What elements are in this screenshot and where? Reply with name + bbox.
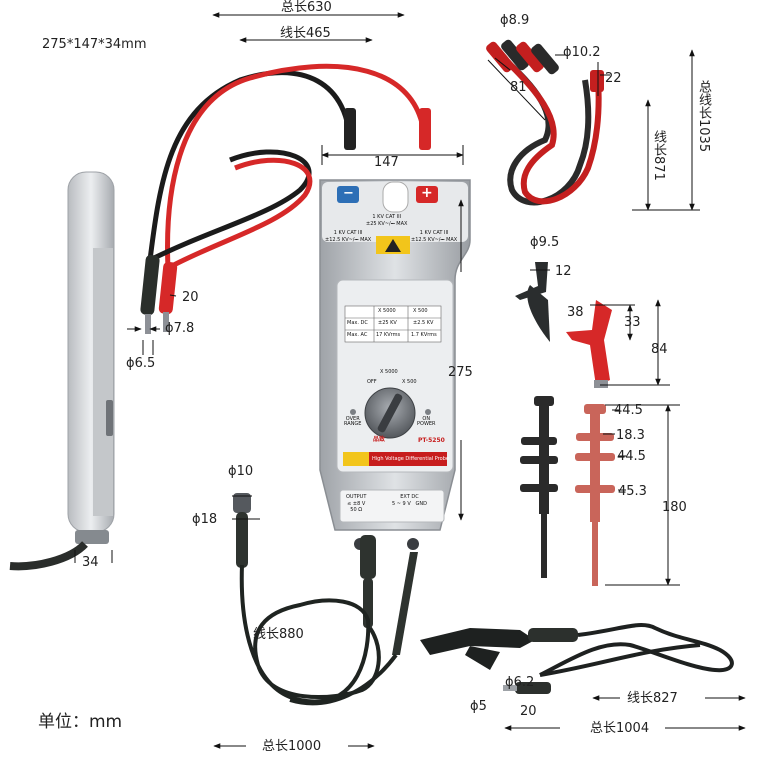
probe-side-view [9, 171, 115, 571]
bnc-diameter-18: ϕ18 [192, 512, 218, 527]
cat-rating-right: 1 KV CAT III ±12.5 KV~/⎓ MAX [411, 230, 458, 243]
height-275: 275 [448, 365, 473, 380]
banner-text: High Voltage Differential Probe [372, 456, 449, 462]
hook-clips [520, 396, 615, 586]
positive-terminal [416, 186, 438, 203]
table-head-x5000: X 5000 [378, 308, 396, 314]
plug-length-81: 81 [510, 80, 527, 95]
hook-length-180: 180 [662, 500, 687, 515]
knob-label-x5000: X 5000 [380, 369, 398, 375]
brand-label: 品致 [373, 436, 386, 443]
width-147: 147 [374, 155, 399, 170]
alligator-clips [515, 262, 612, 388]
lead-length-827: 线长827 [627, 691, 678, 706]
probe-input-leads [140, 63, 431, 334]
over-range-label: OVER RANGE [344, 416, 362, 427]
plug-diameter-65: ϕ6.5 [126, 356, 156, 371]
clip-diameter-95: ϕ9.5 [530, 235, 560, 250]
table-row-ac-x5000: 17 KVrms [376, 332, 401, 338]
total-length-1000: 总长1000 [262, 739, 322, 754]
lead-length-465: 线长465 [280, 26, 331, 41]
positive-terminal-label: + [421, 185, 433, 201]
lead-length-871: 线长871 [651, 130, 666, 181]
knob-label-off: OFF [367, 379, 377, 385]
tip-length-20: 20 [520, 704, 537, 719]
model-label: PT-5250 [418, 437, 445, 444]
knob-label-x500: X 500 [402, 379, 417, 385]
cat-rating-left: 1 KV CAT III ±12.5 KV~/⎓ MAX [325, 230, 372, 243]
tip-length-22: 22 [605, 71, 622, 86]
hook-dim-453: 45.3 [618, 484, 647, 499]
table-head-x500: X 500 [413, 308, 428, 314]
probe-body [319, 179, 471, 550]
plug-diameter-89: ϕ8.9 [500, 13, 530, 28]
output-label: OUTPUT ≤ ±8 V 50 Ω [346, 494, 367, 513]
table-row-dc-x500: ±2.5 KV [413, 320, 434, 326]
total-length-1004: 总长1004 [590, 721, 650, 736]
side-thickness-34: 34 [82, 555, 99, 570]
tip-diameter-62: ϕ6.2 [505, 675, 535, 690]
table-row-dc-x5000: ±25 KV [378, 320, 397, 326]
cable-length-880: 线长880 [253, 627, 304, 642]
clip-length-84: 84 [651, 342, 668, 357]
table-row-ac-label: Max. AC [347, 332, 368, 338]
hook-dim-183: 18.3 [616, 428, 645, 443]
bnc-diameter-10: ϕ10 [228, 464, 254, 479]
plug-diameter-102: ϕ10.2 [563, 45, 601, 60]
total-length-630: 总长630 [281, 0, 332, 15]
dimension-lines [74, 12, 746, 749]
negative-terminal [337, 186, 359, 203]
large-alligator-lead [420, 623, 734, 694]
hook-dim-445b: 44.5 [617, 449, 646, 464]
unit-label: 单位：mm [38, 712, 123, 732]
spec-table [344, 305, 442, 343]
banana-lead-set [486, 39, 604, 206]
overall-dimensions-label: 275*147*34mm [42, 37, 147, 52]
table-row-dc-label: Max. DC [347, 320, 368, 326]
plug-length-20: 20 [182, 290, 199, 305]
bnc-output-cable [233, 493, 418, 706]
total-lead-length-1035: 总线长1035 [696, 80, 711, 153]
clip-dim-33: 33 [624, 315, 641, 330]
clip-dim-12: 12 [555, 264, 572, 279]
clip-dim-38: 38 [567, 305, 584, 320]
cat-rating-top: 1 KV CAT III ±25 KV~/⎓ MAX [366, 214, 408, 227]
hook-dim-445a: 44.5 [614, 403, 643, 418]
tip-diameter-5: ϕ5 [470, 699, 487, 714]
negative-terminal-label: − [343, 186, 354, 201]
table-row-ac-x500: 1.7 KVrms [411, 332, 437, 338]
plug-diameter-78: ϕ7.8 [165, 321, 195, 336]
ext-dc-label: EXT DC 5 ~ 9 V GND [392, 494, 427, 507]
on-power-label: ON POWER [417, 416, 436, 427]
